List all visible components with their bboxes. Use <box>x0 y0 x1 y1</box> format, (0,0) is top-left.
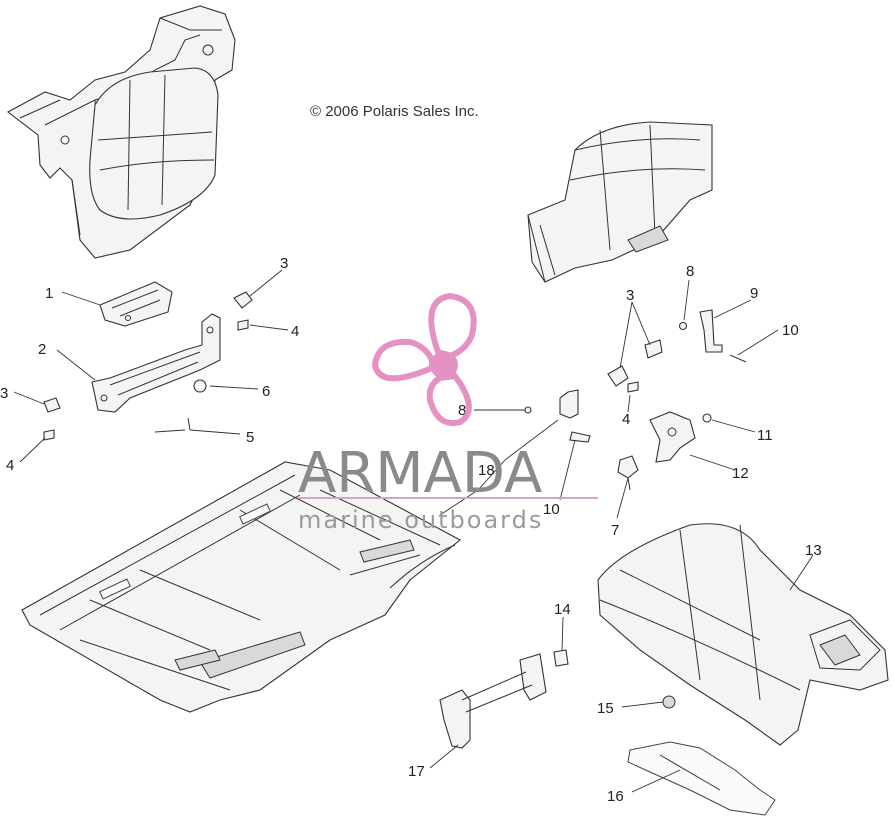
callout-5: 5 <box>246 429 254 446</box>
callout-15: 15 <box>597 700 614 717</box>
part-12-latch <box>649 411 712 463</box>
watermark-tagline: marine outboards <box>298 506 543 534</box>
part-2-mount-plate <box>91 313 221 413</box>
watermark: ARMADA marine outboards <box>298 292 598 534</box>
part-17-support-bracket <box>439 653 547 749</box>
seat-base-frame <box>21 461 461 713</box>
hardware-right <box>524 309 747 414</box>
leader-lines <box>13 269 814 793</box>
callout-1: 1 <box>45 285 53 302</box>
part-15-grommet <box>662 695 676 709</box>
propeller-icon <box>371 292 477 426</box>
part-18-bracket <box>559 389 591 443</box>
callout-16: 16 <box>607 788 624 805</box>
rear-seat-back <box>527 121 713 283</box>
callout-14: 14 <box>554 601 571 618</box>
copyright-text: © 2006 Polaris Sales Inc. <box>310 103 479 120</box>
part-7-lock <box>617 455 639 491</box>
callout-labels: 1 2 3 4 3 4 5 6 8 3 9 10 8 4 11 12 18 10… <box>0 255 822 805</box>
callout-10: 10 <box>543 501 560 518</box>
callout-9: 9 <box>750 285 758 302</box>
callout-4: 4 <box>6 457 14 474</box>
callout-8: 8 <box>686 263 694 280</box>
callout-13: 13 <box>805 542 822 559</box>
seat-back-cushion <box>89 67 219 220</box>
callout-10: 10 <box>782 322 799 339</box>
callout-12: 12 <box>732 465 749 482</box>
callout-3: 3 <box>626 287 634 304</box>
seat-cushion <box>597 523 889 746</box>
part-16-pad <box>627 741 776 816</box>
watermark-brand: ARMADA <box>298 441 542 506</box>
part-14-stud <box>553 649 569 667</box>
callout-3: 3 <box>0 385 8 402</box>
hardware-left <box>43 291 253 441</box>
callout-3: 3 <box>280 255 288 272</box>
callout-8: 8 <box>458 402 466 419</box>
callout-7: 7 <box>611 522 619 539</box>
callout-6: 6 <box>262 383 270 400</box>
callout-17: 17 <box>408 763 425 780</box>
callout-11: 11 <box>757 427 773 444</box>
callout-2: 2 <box>38 341 46 358</box>
part-1-bracket <box>99 281 173 327</box>
callout-18: 18 <box>478 462 495 479</box>
callout-4: 4 <box>291 323 299 340</box>
callout-4: 4 <box>622 411 630 428</box>
